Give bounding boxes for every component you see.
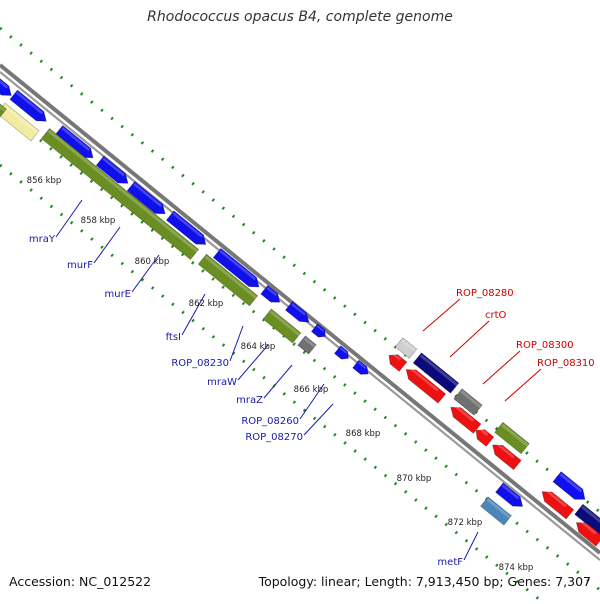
gene-label-metf[interactable]: metF bbox=[437, 557, 463, 568]
gene-olive-stub[interactable] bbox=[0, 101, 7, 119]
gene-blue-1[interactable] bbox=[9, 89, 50, 126]
leader-line bbox=[422, 298, 461, 332]
label-leaders bbox=[55, 199, 542, 561]
gene-blue-10[interactable] bbox=[333, 345, 351, 363]
gene-label-ftsi[interactable]: ftsI bbox=[166, 332, 181, 343]
gene-features bbox=[0, 75, 600, 547]
ruler-tick-label: 866 kbp bbox=[294, 385, 329, 395]
gene-steelblue-0[interactable] bbox=[480, 496, 512, 526]
gene-red-4[interactable] bbox=[489, 440, 522, 471]
gene-blue-9[interactable] bbox=[310, 323, 328, 341]
gene-red-1[interactable] bbox=[402, 365, 447, 404]
leader-line bbox=[237, 344, 269, 381]
leader-line bbox=[299, 383, 325, 420]
gene-blue-12[interactable] bbox=[495, 482, 527, 511]
gene-blue-0[interactable] bbox=[0, 75, 15, 100]
leader-line bbox=[303, 403, 334, 436]
ruler-tick-label: 858 kbp bbox=[81, 216, 116, 226]
gene-red-6[interactable] bbox=[573, 518, 600, 547]
ruler-tick-label: 872 kbp bbox=[448, 518, 483, 528]
gene-blue-7[interactable] bbox=[260, 285, 283, 306]
gene-blue-2[interactable] bbox=[54, 125, 97, 162]
gene-blue-11[interactable] bbox=[352, 359, 372, 378]
ruler-tick-label: 862 kbp bbox=[189, 299, 224, 309]
gene-label-rop_08300[interactable]: ROP_08300 bbox=[516, 340, 574, 351]
gene-label-rop_08280[interactable]: ROP_08280 bbox=[456, 288, 514, 299]
gene-labels: mraY murF murE ftsI ROP_08230 mraW mraZ ROP_082… bbox=[29, 234, 595, 568]
gene-blue-4[interactable] bbox=[126, 181, 169, 218]
gene-red-3[interactable] bbox=[472, 426, 495, 447]
gene-label-mraz[interactable]: mraZ bbox=[236, 395, 263, 406]
leader-line bbox=[229, 325, 244, 362]
gene-label-rop_08230[interactable]: ROP_08230 bbox=[171, 358, 229, 369]
ruler-tick-label: 874 kbp bbox=[499, 563, 534, 573]
gene-label-rop_08260[interactable]: ROP_08260 bbox=[241, 416, 299, 427]
leader-line bbox=[93, 226, 121, 264]
leader-line bbox=[463, 531, 479, 561]
gene-navy-0[interactable] bbox=[412, 352, 460, 394]
gene-navy-1[interactable] bbox=[574, 503, 600, 537]
leader-line bbox=[263, 364, 293, 399]
leader-line bbox=[449, 320, 490, 358]
gene-label-mraw[interactable]: mraW bbox=[207, 377, 237, 388]
gene-red-0[interactable] bbox=[385, 351, 408, 372]
gene-red-2[interactable] bbox=[447, 403, 482, 434]
gene-gray-1[interactable] bbox=[453, 388, 483, 416]
gene-olive-1[interactable] bbox=[197, 253, 259, 307]
gene-pale-0[interactable] bbox=[0, 102, 40, 142]
gene-olive-3[interactable] bbox=[494, 421, 530, 455]
ruler-tick-label: 864 kbp bbox=[241, 342, 276, 352]
accession-text: Accession: NC_012522 bbox=[9, 574, 152, 589]
gene-label-rop_08270[interactable]: ROP_08270 bbox=[245, 432, 303, 443]
dots-lower-a bbox=[0, 163, 541, 602]
gene-blue-3[interactable] bbox=[95, 155, 132, 188]
leader-line bbox=[482, 350, 521, 385]
dots-lower-b bbox=[39, 138, 600, 592]
gene-label-mray[interactable]: mraY bbox=[29, 234, 56, 245]
leader-line bbox=[504, 368, 542, 402]
topology-text: Topology: linear; Length: 7,913,450 bp; … bbox=[258, 574, 591, 589]
gene-olive-0[interactable] bbox=[40, 128, 200, 260]
leader-line bbox=[181, 293, 206, 336]
gene-label-murf[interactable]: murF bbox=[67, 260, 93, 271]
gene-blue-13[interactable] bbox=[552, 471, 589, 505]
gene-lightgray-0[interactable] bbox=[394, 337, 418, 359]
ruler-tick-label: 868 kbp bbox=[346, 429, 381, 439]
gene-blue-6[interactable] bbox=[212, 247, 262, 291]
gene-blue-5[interactable] bbox=[165, 210, 209, 249]
gene-label-rop_08310[interactable]: ROP_08310 bbox=[537, 358, 595, 369]
map-title: Rhodococcus opacus B4, complete genome bbox=[147, 9, 453, 25]
gene-olive-2[interactable] bbox=[262, 308, 302, 344]
gene-red-5[interactable] bbox=[538, 487, 575, 520]
gene-blue-8[interactable] bbox=[285, 301, 312, 327]
leader-line bbox=[131, 254, 160, 293]
ruler-tick-label: 856 kbp bbox=[27, 176, 62, 186]
gene-gray-0[interactable] bbox=[297, 335, 317, 355]
leader-line bbox=[55, 199, 83, 238]
gene-label-mure[interactable]: murE bbox=[104, 289, 131, 300]
gene-label-crto[interactable]: crtO bbox=[485, 310, 507, 321]
ruler-tick-label: 870 kbp bbox=[397, 474, 432, 484]
ruler-tick-label: 860 kbp bbox=[135, 257, 170, 267]
ruler-tick-labels: 856 kbp 858 kbp 860 kbp 862 kbp 864 kbp 866 k… bbox=[27, 176, 534, 573]
